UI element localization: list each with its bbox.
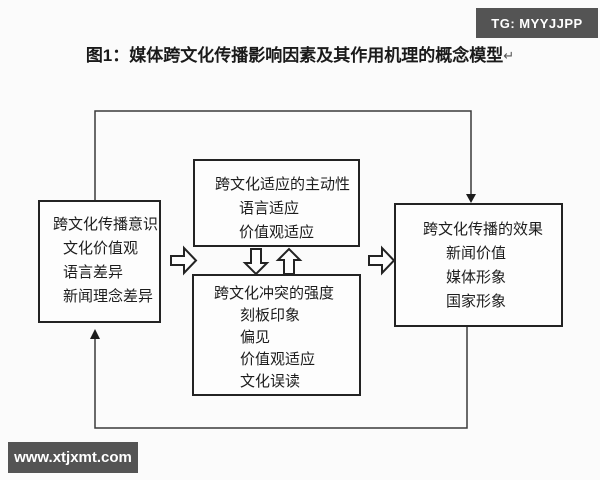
bottom-loop-line: [94, 327, 468, 429]
box-adaptation-item: 价值观适应: [239, 224, 315, 241]
box-conflict: 跨文化冲突的强度 刻板印象 偏见 价值观适应 文化误读: [192, 274, 361, 396]
figure-caption-text: 图1：媒体跨文化传播影响因素及其作用机理的概念模型: [85, 46, 504, 65]
box-effects-item: 新闻价值: [446, 245, 507, 262]
flow-arrow-right-icon: [368, 245, 396, 276]
box-antecedents-item: 语言差异: [63, 264, 124, 281]
interaction-arrow-down-icon: [242, 248, 270, 276]
top-loop-arrowhead-icon: [466, 194, 476, 203]
box-conflict-item: 刻板印象: [240, 307, 301, 324]
box-antecedents-item: 新闻理念差异: [63, 288, 154, 305]
bottom-loop-arrowhead-icon: [90, 329, 100, 339]
box-conflict-title: 跨文化冲突的强度: [214, 285, 335, 302]
box-antecedents: 跨文化传播意识 文化价值观 语言差异 新闻理念差异: [38, 200, 161, 323]
figure-caption: 图1：媒体跨文化传播影响因素及其作用机理的概念模型↵: [0, 41, 600, 66]
box-adaptation-title: 跨文化适应的主动性: [215, 176, 351, 193]
box-effects-title: 跨文化传播的效果: [423, 221, 544, 238]
return-mark-icon: ↵: [503, 48, 515, 63]
box-effects: 跨文化传播的效果 新闻价值 媒体形象 国家形象: [394, 203, 563, 327]
box-conflict-item: 文化误读: [240, 373, 301, 390]
box-conflict-item: 价值观适应: [240, 351, 316, 368]
site-watermark: www.xtjxmt.com: [8, 442, 138, 473]
box-effects-item: 国家形象: [446, 293, 507, 310]
box-antecedents-title: 跨文化传播意识: [53, 216, 159, 233]
box-effects-item: 媒体形象: [446, 269, 507, 286]
top-loop-line: [94, 110, 472, 200]
box-antecedents-item: 文化价值观: [63, 240, 139, 257]
flow-arrow-left-icon: [170, 245, 198, 276]
box-adaptation: 跨文化适应的主动性 语言适应 价值观适应: [193, 159, 360, 247]
box-adaptation-item: 语言适应: [239, 200, 300, 217]
telegram-badge: TG: MYYJJPP: [476, 8, 598, 38]
interaction-arrow-up-icon: [275, 247, 303, 275]
box-conflict-item: 偏见: [240, 329, 271, 346]
